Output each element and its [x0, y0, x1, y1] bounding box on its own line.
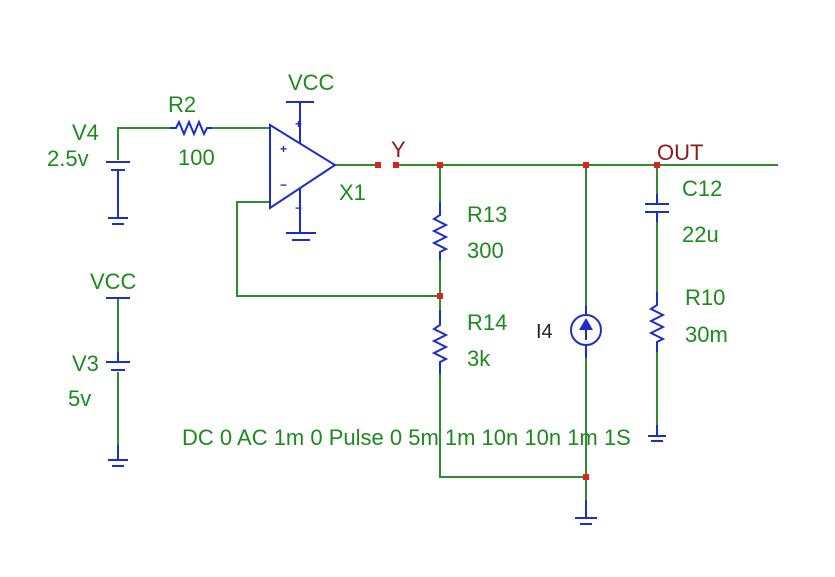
net-y-label: Y — [391, 137, 406, 162]
wires — [117, 127, 778, 500]
arrow-up-icon — [579, 318, 593, 330]
x1-vcc-label: VCC — [288, 70, 335, 95]
v4-value-label: 2.5v — [47, 146, 89, 171]
r14-value-label: 3k — [467, 346, 491, 371]
r10-ref-label: R10 — [685, 285, 725, 310]
r14-ref-label: R14 — [467, 310, 507, 335]
wire-v4-r2 — [117, 127, 170, 160]
r2-value-label: 100 — [178, 145, 215, 170]
x1-ref-label: X1 — [339, 180, 366, 205]
v3-ref-label: V3 — [72, 351, 99, 376]
v3-source[interactable] — [106, 297, 130, 467]
r14-resistor[interactable] — [431, 310, 449, 374]
v3-vcc-label: VCC — [90, 269, 137, 294]
c12-value-label: 22u — [682, 222, 719, 247]
v4-ref-label: V4 — [72, 120, 99, 145]
r2-ref-label: R2 — [168, 92, 196, 117]
v4-source[interactable] — [106, 161, 130, 225]
junction-dot — [437, 162, 443, 168]
junction-dot — [583, 162, 589, 168]
r10-resistor[interactable] — [648, 292, 666, 352]
wire-feedback — [236, 201, 440, 297]
c12-capacitor[interactable] — [645, 194, 669, 222]
r13-value-label: 300 — [467, 238, 504, 263]
opamp-minus-pin: − — [280, 178, 287, 192]
wire-r14-gnd — [439, 374, 586, 478]
opamp-plus-pin: + — [280, 142, 287, 156]
c12-ref-label: C12 — [682, 176, 722, 201]
i4-source-spec: DC 0 AC 1m 0 Pulse 0 5m 1m 10n 10n 1m 1S — [182, 425, 631, 450]
net-out-label: OUT — [657, 140, 703, 165]
v3-value-label: 5v — [68, 386, 91, 411]
junction-dot — [583, 474, 589, 480]
opamp-vminus-pin: − — [295, 201, 302, 215]
opamp-vplus-pin: + — [295, 117, 302, 131]
i4-ref-label: I4 — [536, 321, 553, 343]
junctions — [375, 162, 660, 480]
junction-dot — [437, 293, 443, 299]
r10-ground — [648, 425, 666, 442]
junction-dot — [375, 162, 381, 168]
r13-resistor[interactable] — [431, 202, 449, 260]
junction-dot — [393, 162, 399, 168]
x1-opamp[interactable]: + − + − — [269, 101, 337, 241]
r2-resistor[interactable] — [170, 119, 212, 137]
junction-dot — [654, 162, 660, 168]
r13-ref-label: R13 — [467, 202, 507, 227]
i4-current-source[interactable] — [570, 306, 602, 525]
r10-value-label: 30m — [685, 322, 728, 347]
